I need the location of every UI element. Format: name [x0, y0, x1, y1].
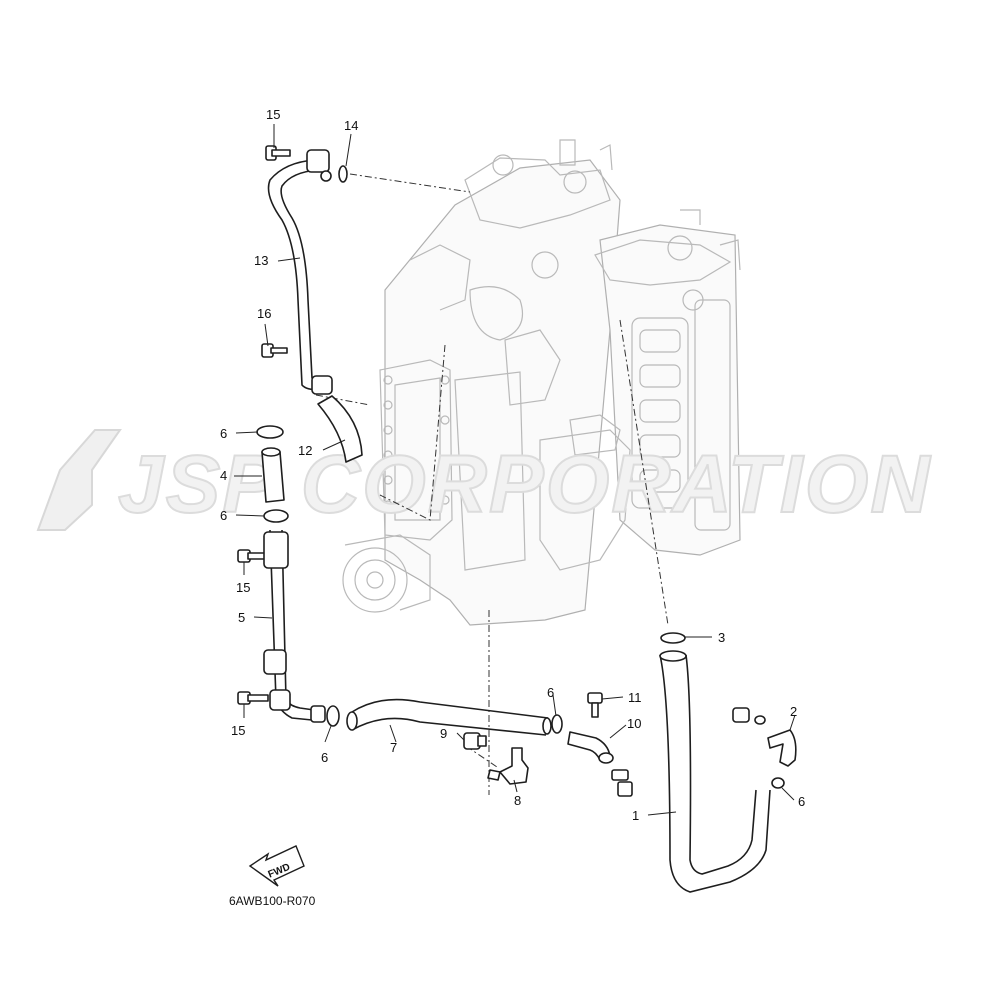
watermark: JSP CORPORATION	[36, 429, 932, 531]
callout-6-far-right: 6	[798, 794, 805, 809]
part-13-hose	[267, 149, 333, 395]
part-7-hose	[346, 698, 552, 736]
callout-6-right: 6	[547, 685, 554, 700]
part-10-fitting	[567, 731, 633, 797]
part-5-pipe	[263, 529, 326, 723]
callout-6-low: 6	[321, 750, 328, 765]
callout-7: 7	[390, 740, 397, 755]
part-4-joint	[261, 447, 285, 503]
callout-14: 14	[344, 118, 358, 133]
callout-1: 1	[632, 808, 639, 823]
leader-lines	[234, 124, 796, 816]
part-15-bolt	[237, 145, 291, 705]
callout-9: 9	[440, 726, 447, 741]
part-14-o-ring	[338, 165, 348, 183]
callout-4: 4	[220, 468, 227, 483]
callout-6-mid: 6	[220, 508, 227, 523]
callout-2: 2	[790, 704, 797, 719]
engine-block	[342, 139, 741, 626]
callout-15-low: 15	[231, 723, 245, 738]
part-9-bolt	[463, 732, 487, 750]
callout-15-top: 15	[266, 107, 280, 122]
callout-11: 11	[628, 690, 642, 705]
part-3-clamp	[660, 632, 700, 644]
callout-13: 13	[254, 253, 268, 268]
fwd-arrow: FWD	[248, 845, 305, 887]
part-1-hose	[659, 650, 771, 893]
part-2-elbow	[732, 707, 797, 767]
part-8-bracket	[487, 747, 529, 785]
callout-8: 8	[514, 793, 521, 808]
callouts: 15 14 13 16 6 12 4 6 15 5 15 6 7 9 8 6 1…	[220, 107, 805, 823]
callout-3: 3	[718, 630, 725, 645]
callout-6-upper: 6	[220, 426, 227, 441]
diagram-code: 6AWB100-R070	[229, 894, 316, 908]
part-11-bolt	[587, 692, 603, 718]
part-12-hose	[317, 395, 363, 463]
reference-lines	[315, 173, 669, 795]
callout-12: 12	[298, 443, 312, 458]
part-16-bolt	[261, 343, 288, 358]
callout-10: 10	[627, 716, 641, 731]
callout-15-mid: 15	[236, 580, 250, 595]
callout-5: 5	[238, 610, 245, 625]
callout-16: 16	[257, 306, 271, 321]
part-6-clamp	[256, 425, 785, 789]
watermark-text: JSP CORPORATION	[118, 439, 932, 530]
